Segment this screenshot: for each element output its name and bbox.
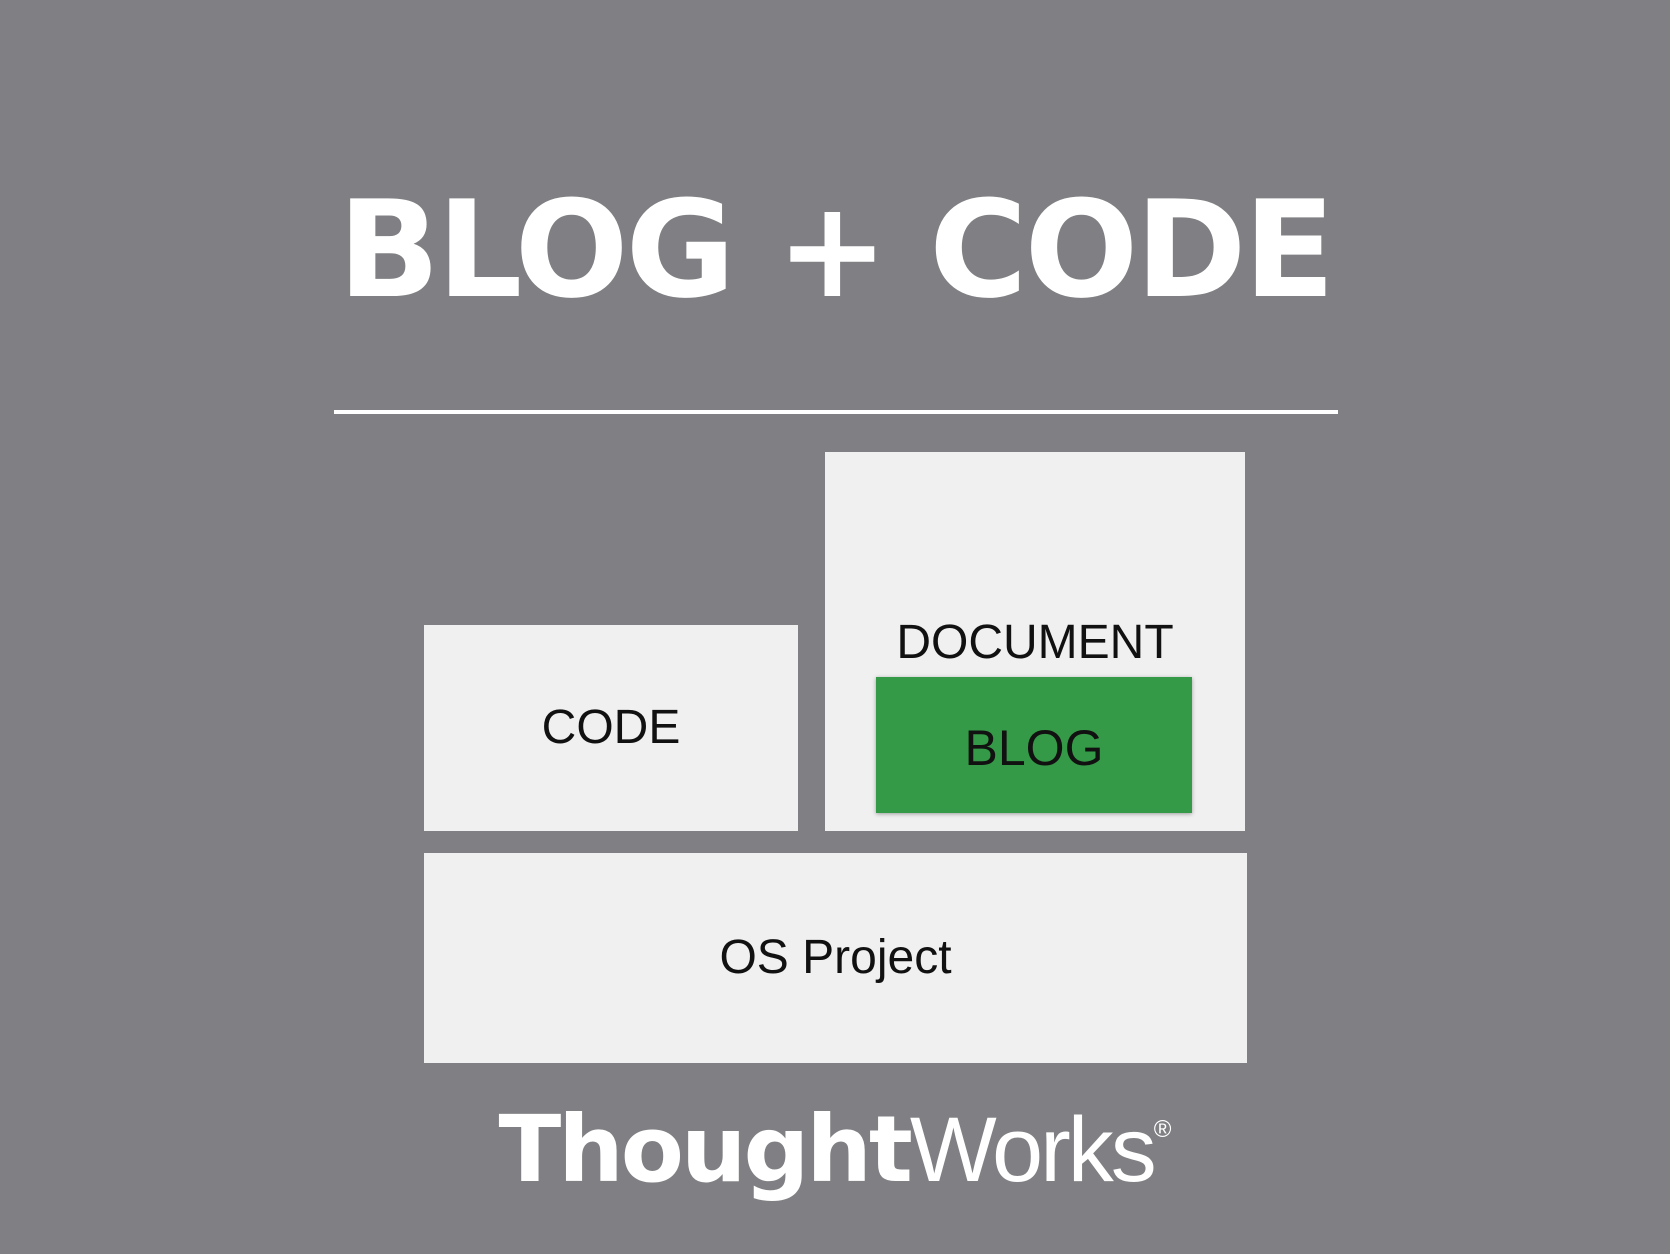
blog-box: BLOG [876, 677, 1192, 813]
thoughtworks-logo: ThoughtWorks® [0, 1080, 1670, 1203]
os-project-box: OS Project [424, 853, 1247, 1063]
blog-label: BLOG [964, 720, 1104, 776]
logo-bold-text: Thought [498, 1096, 913, 1203]
code-label: CODE [541, 701, 681, 754]
os-project-label: OS Project [719, 931, 952, 984]
logo-light-text: Works [909, 1099, 1157, 1201]
document-box: DOCUMENT BLOG [825, 452, 1245, 831]
code-box: CODE [424, 625, 798, 831]
slide-title: BLOG + CODE [337, 172, 1335, 328]
registered-mark: ® [1153, 1116, 1172, 1143]
title-divider [334, 410, 1338, 414]
document-label: DOCUMENT [896, 616, 1174, 669]
